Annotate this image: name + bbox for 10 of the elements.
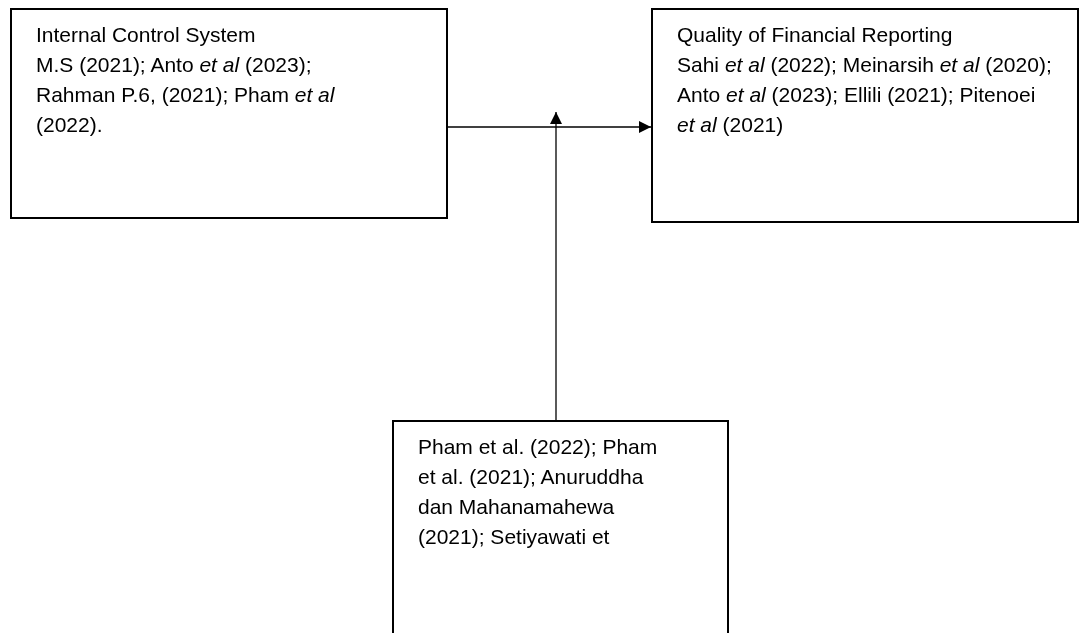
text-box — [651, 8, 1079, 223]
text-box — [392, 420, 729, 633]
box-heading: Internal Control System — [36, 22, 257, 48]
reference-text: Sahi et al (2022); Meinarsih et al (2020); Anto et al (2023); Ellili (2021); Pitenoei et al (2021) — [677, 52, 1053, 138]
reference-text: M.S (2021); Anto et al (2023); Rahman P.6, (2021); Pham et al (2022). — [36, 52, 336, 138]
arrow — [550, 111, 562, 421]
reference-text: Pham et al. (2022); Pham et al. (2021); Anuruddha dan Mahanamahewa (2021); Setiyawati et — [418, 434, 658, 550]
arrow — [447, 121, 652, 133]
text-box — [10, 8, 448, 219]
box-heading: Quality of Financial Reporting — [677, 22, 954, 48]
